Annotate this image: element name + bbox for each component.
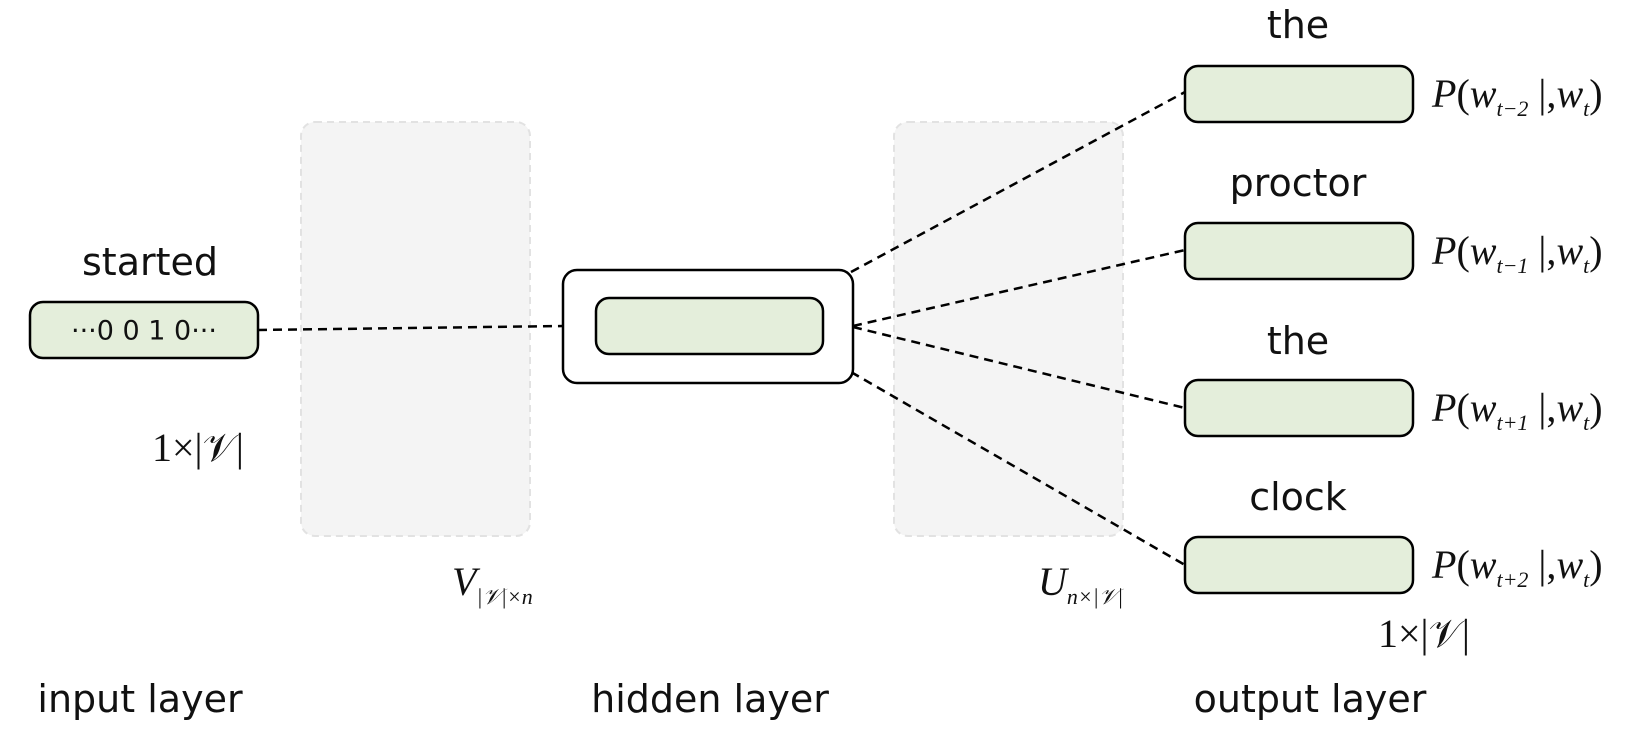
output-layer-label: output layer bbox=[1193, 677, 1427, 721]
output-prob-1-sub: t−2 bbox=[1496, 96, 1529, 121]
connector-hidden-out-4 bbox=[850, 370, 1186, 567]
output-prob-1: P(wt−2 |,wt) bbox=[1432, 71, 1603, 121]
matrix-v-label: V|𝒱|×n bbox=[452, 562, 533, 608]
output-prob-3-sub: t+1 bbox=[1496, 410, 1529, 435]
output-vector-3 bbox=[1183, 378, 1415, 438]
output-prob-4-sub: t+2 bbox=[1496, 567, 1529, 592]
output-prob-4: P(wt+2 |,wt) bbox=[1432, 542, 1603, 592]
output-vector-4 bbox=[1183, 535, 1415, 595]
connector-input-hidden bbox=[257, 324, 564, 332]
output-word-1: the bbox=[1266, 3, 1330, 47]
matrix-u-subscript: n×|𝒱| bbox=[1066, 584, 1124, 609]
connector-hidden-out-3 bbox=[852, 325, 1186, 410]
matrix-u-symbol: U bbox=[1038, 559, 1067, 604]
output-word-2: proctor bbox=[1229, 161, 1367, 205]
output-prob-2-sub: t−1 bbox=[1496, 253, 1529, 278]
hidden-vector bbox=[594, 296, 825, 356]
matrix-v-symbol: V bbox=[452, 559, 477, 604]
connector-hidden-out-2 bbox=[852, 248, 1186, 328]
matrix-u-panel bbox=[893, 121, 1124, 537]
input-layer-label: input layer bbox=[37, 677, 243, 721]
output-prob-2: P(wt−1 |,wt) bbox=[1432, 228, 1603, 278]
connectors bbox=[257, 90, 1186, 567]
matrix-v-subscript: |𝒱|×n bbox=[476, 584, 533, 609]
input-vector bbox=[28, 300, 260, 360]
output-prob-3: P(wt+1 |,wt) bbox=[1432, 385, 1603, 435]
output-word-4: clock bbox=[1249, 475, 1347, 519]
output-word-3: the bbox=[1266, 319, 1330, 363]
output-vector-1 bbox=[1183, 64, 1415, 124]
input-vector-text: ···0 0 1 0··· bbox=[71, 315, 217, 347]
output-vector-2 bbox=[1183, 221, 1415, 281]
input-word: started bbox=[81, 240, 219, 284]
connector-hidden-out-1 bbox=[850, 90, 1186, 274]
matrix-u-label: Un×|𝒱| bbox=[1038, 562, 1123, 608]
input-dims: 1×|𝒱| bbox=[152, 425, 244, 470]
hidden-layer-label: hidden layer bbox=[591, 677, 829, 721]
output-dims: 1×|𝒱| bbox=[1378, 611, 1470, 656]
